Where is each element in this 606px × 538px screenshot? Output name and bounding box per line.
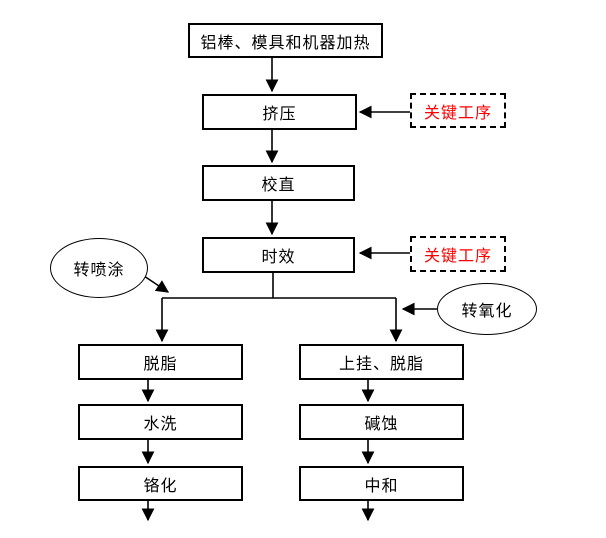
branch-to-oxidation: 转氧化 (437, 283, 537, 335)
node-hanging-degreasing: 上挂、脱脂 (299, 344, 464, 380)
callout-key-process-2: 关键工序 (410, 236, 506, 272)
node-heating: 铝棒、模具和机器加热 (188, 23, 383, 58)
node-degreasing: 脱脂 (78, 344, 243, 380)
branch-to-spray-coating: 转喷涂 (50, 238, 148, 298)
node-aging: 时效 (202, 237, 355, 273)
node-water-washing: 水洗 (78, 404, 243, 440)
node-neutralization: 中和 (299, 466, 464, 501)
callout-key-process-1: 关键工序 (410, 93, 506, 128)
node-alkali-etching: 碱蚀 (299, 404, 464, 440)
node-straightening: 校直 (202, 165, 355, 201)
node-chromating: 铬化 (78, 466, 243, 501)
node-extrusion: 挤压 (202, 94, 357, 130)
